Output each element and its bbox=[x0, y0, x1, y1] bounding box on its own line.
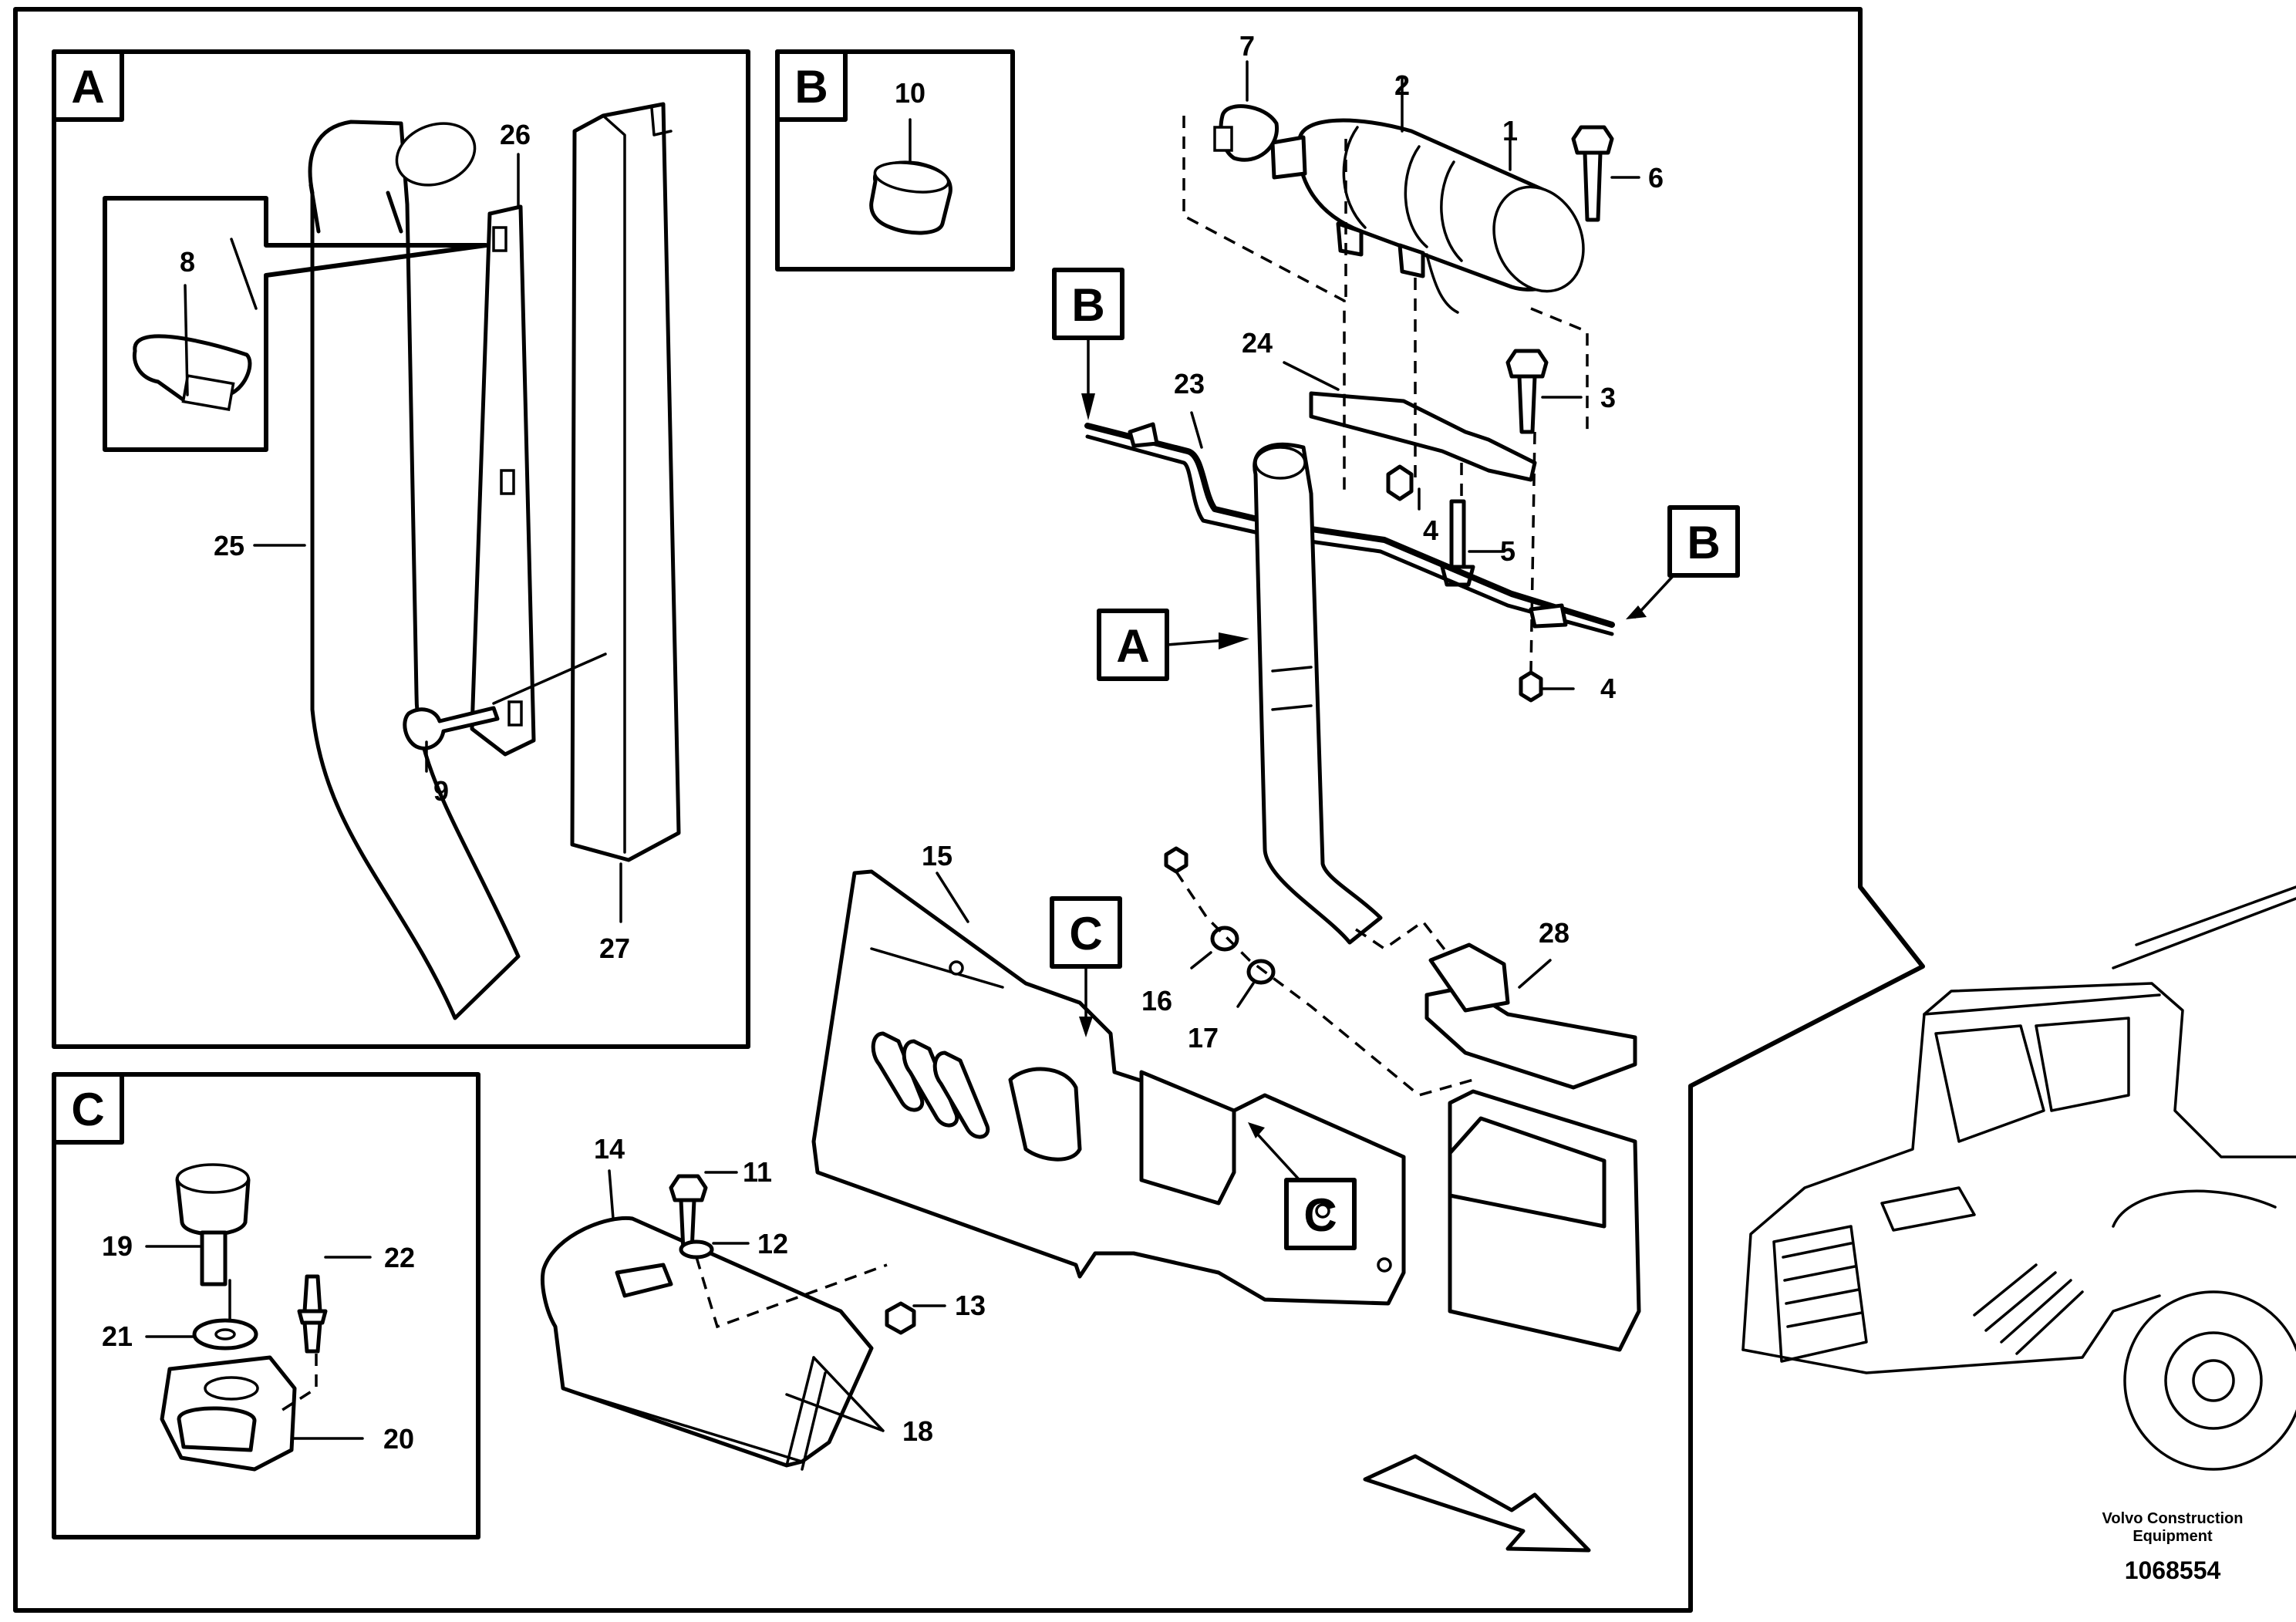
callout-15: 15 bbox=[922, 840, 952, 872]
callout-8: 8 bbox=[180, 246, 195, 278]
nut-4-lower bbox=[1519, 670, 1543, 703]
bolt-6 bbox=[1571, 125, 1614, 222]
washer-17 bbox=[1246, 959, 1276, 985]
callout-10: 10 bbox=[895, 77, 925, 109]
callout-7: 7 bbox=[1239, 30, 1255, 62]
tag-b-upper: B bbox=[1071, 279, 1104, 331]
tag-a: A bbox=[1116, 620, 1149, 672]
callout-14: 14 bbox=[594, 1133, 625, 1165]
main-frame bbox=[13, 7, 1925, 1613]
callout-16: 16 bbox=[1141, 985, 1172, 1017]
panel-c-label: C bbox=[71, 1084, 104, 1135]
bolt-3 bbox=[1505, 349, 1549, 434]
callout-28: 28 bbox=[1539, 917, 1569, 949]
callout-25: 25 bbox=[214, 530, 244, 561]
washer-16 bbox=[1210, 926, 1239, 952]
callout-9: 9 bbox=[433, 775, 449, 807]
panel-b-label: B bbox=[794, 61, 828, 113]
callout-12: 12 bbox=[757, 1228, 788, 1259]
callout-11: 11 bbox=[743, 1156, 772, 1188]
detail-panel-c: C 19 21 22 20 bbox=[52, 1072, 480, 1539]
detail-panel-b: B 10 bbox=[775, 49, 1015, 271]
panel-assembly: 15 14 11 12 13 16 17 28 18 C C bbox=[540, 840, 1641, 1553]
air-cleaner-assembly: 7 2 1 6 3 24 23 4 5 4 B B A bbox=[1052, 30, 1740, 958]
callout-20: 20 bbox=[383, 1423, 414, 1455]
detail-panel-a: A 8 26 25 9 27 bbox=[52, 49, 750, 1049]
company-line-1: Volvo Construction bbox=[2102, 1510, 2244, 1527]
plate-24 bbox=[1309, 391, 1537, 482]
tag-c-upper: C bbox=[1069, 908, 1102, 959]
nut-13 bbox=[885, 1301, 916, 1335]
document-number: 1068554 bbox=[2125, 1556, 2221, 1584]
callout-24: 24 bbox=[1242, 327, 1273, 359]
rivet-22 bbox=[297, 1274, 328, 1354]
panel-a-label: A bbox=[71, 61, 104, 113]
callout-6: 6 bbox=[1648, 162, 1664, 194]
vehicle-overview bbox=[1741, 885, 2296, 1471]
nut-4-upper bbox=[1386, 464, 1414, 501]
screw-9 bbox=[403, 706, 500, 750]
tag-c-lower: C bbox=[1303, 1189, 1337, 1241]
callout-3: 3 bbox=[1600, 382, 1616, 413]
callout-4-upper: 4 bbox=[1423, 514, 1438, 546]
callout-1: 1 bbox=[1502, 115, 1518, 147]
direction-arrow bbox=[1363, 1454, 1591, 1553]
callout-27: 27 bbox=[599, 932, 630, 964]
callout-4-lower: 4 bbox=[1600, 673, 1616, 704]
callout-2: 2 bbox=[1394, 69, 1410, 101]
nut-upper bbox=[1164, 846, 1188, 874]
callout-22: 22 bbox=[384, 1242, 415, 1273]
callout-21: 21 bbox=[102, 1320, 133, 1352]
callout-18: 18 bbox=[902, 1415, 933, 1447]
tag-b-right: B bbox=[1687, 517, 1720, 568]
callout-13: 13 bbox=[955, 1290, 986, 1321]
callout-19: 19 bbox=[102, 1230, 133, 1262]
intake-pipe bbox=[1253, 442, 1383, 945]
callout-5: 5 bbox=[1500, 535, 1515, 567]
callout-23: 23 bbox=[1174, 368, 1205, 400]
washer-12 bbox=[679, 1239, 714, 1259]
callout-17: 17 bbox=[1188, 1022, 1219, 1054]
pipe-25 bbox=[308, 120, 521, 1020]
callout-26: 26 bbox=[500, 119, 531, 150]
company-line-2: Equipment bbox=[2132, 1528, 2213, 1545]
